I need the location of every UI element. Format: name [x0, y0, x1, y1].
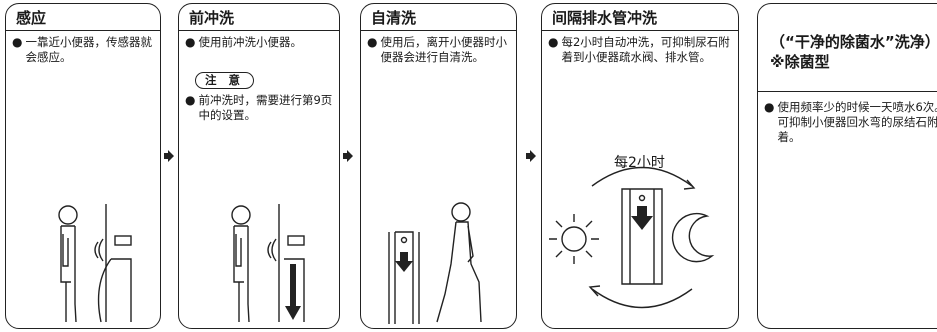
panel-text: 一靠近小便器，传感器就会感应。 — [25, 35, 152, 64]
bullet-item: ● 使用频率少的时候一天喷水6次。 可抑制小便器回水弯的尿结石附着。 — [764, 100, 937, 145]
next-arrow-icon — [526, 150, 536, 162]
next-arrow-icon — [343, 150, 353, 162]
down-arrow-icon — [285, 264, 301, 320]
person-at-urinal-illustration — [58, 204, 132, 323]
panel-subtitle: ※除菌型 — [770, 53, 830, 71]
bullet-item: ● 前冲洗时，需要进行第9页中的设置。 — [185, 93, 333, 123]
bullet-dot-icon: ● — [12, 35, 23, 49]
panel-pre-flush: 前冲洗 ● 使用前冲洗小便器。 注 意 ● 前冲洗时，需要进行第9页中的设置。 — [178, 3, 340, 329]
panel-title: 自清洗 — [361, 4, 516, 31]
bullet-item: ● 每2小时自动冲洗，可抑制尿石附着到小便器疏水阀、排水管。 — [548, 35, 732, 65]
person-pre-flush-illustration — [231, 204, 305, 323]
bullet-dot-icon: ● — [185, 93, 196, 107]
day-night-cycle-illustration — [549, 166, 715, 309]
person-leaving-illustration — [388, 202, 482, 324]
note-badge: 注 意 — [195, 72, 255, 89]
bullet-item: ● 一靠近小便器，传感器就会感应。 — [12, 35, 154, 65]
panel-text: 使用前冲洗小便器。 — [198, 35, 302, 49]
bullet-dot-icon: ● — [367, 35, 378, 49]
bullet-dot-icon: ● — [548, 35, 559, 49]
bullet-dot-icon: ● — [764, 100, 775, 114]
down-arrow-icon — [395, 252, 413, 272]
cycle-label: 每2小时 — [614, 155, 665, 171]
bullet-item: ● 使用前冲洗小便器。 — [185, 35, 333, 50]
note-text: 前冲洗时，需要进行第9页中的设置。 — [198, 93, 333, 122]
panel-title: 前冲洗 — [179, 4, 339, 31]
panel-text: 每2小时自动冲洗，可抑制尿石附着到小便器疏水阀、排水管。 — [561, 35, 730, 64]
panel-text-2: 可抑制小便器回水弯的尿结石附着。 — [777, 115, 937, 144]
bullet-dot-icon: ● — [185, 35, 196, 49]
next-arrow-icon — [164, 150, 174, 162]
down-arrow-icon — [631, 206, 653, 230]
panel-title: （“干净的除菌水”洗净） — [770, 33, 937, 51]
panel-self-clean: 自清洗 ● 使用后，离开小便器时小便器会进行自清洗。 — [360, 3, 517, 329]
panel-sterilized-water: （“干净的除菌水”洗净） ※除菌型 ● 使用频率少的时候一天喷水6次。 可抑制小… — [757, 3, 937, 329]
panel-sensing: 感应 ● 一靠近小便器，传感器就会感应。 — [5, 3, 161, 329]
panel-interval-flush: 间隔排水管冲洗 ● 每2小时自动冲洗，可抑制尿石附着到小便器疏水阀、排水管。 每… — [541, 3, 739, 329]
panel-text: 使用后，离开小便器时小便器会进行自清洗。 — [380, 35, 507, 64]
panel-title: 感应 — [6, 4, 160, 31]
panel-title: 间隔排水管冲洗 — [542, 4, 738, 31]
bullet-item: ● 使用后，离开小便器时小便器会进行自清洗。 — [367, 35, 510, 65]
panel-text: 使用频率少的时候一天喷水6次。 — [777, 100, 937, 114]
